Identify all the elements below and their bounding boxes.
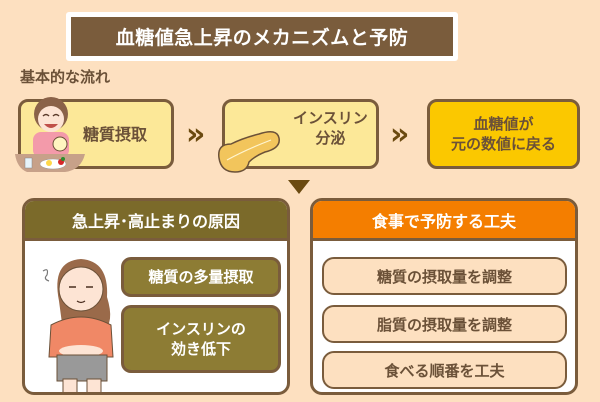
woman-eating-icon bbox=[15, 97, 85, 172]
flow-label: 基本的な流れ bbox=[20, 68, 111, 86]
pancreas-icon bbox=[218, 131, 280, 173]
arrow-down-icon bbox=[288, 180, 310, 194]
prevention-header: 食事で予防する工夫 bbox=[313, 201, 575, 241]
causes-header: 急上昇･高止まりの原因 bbox=[25, 201, 287, 241]
cause-excess-sugar: 糖質の多量摂取 bbox=[121, 257, 281, 297]
flow-step-blood-sugar-returns: 血糖値が 元の数値に戻る bbox=[427, 99, 580, 169]
step-line-1: 血糖値が bbox=[473, 114, 534, 133]
cause-insulin-resistance: インスリンの 効き低下 bbox=[121, 305, 281, 373]
flow-step-insulin-secretion: インスリン 分泌 bbox=[218, 99, 379, 173]
step-line-2: 元の数値に戻る bbox=[450, 135, 556, 153]
step-line-1: インスリン bbox=[293, 109, 368, 127]
title-banner: 血糖値急上昇のメカニズムと予防 bbox=[66, 12, 458, 61]
tip-eating-order: 食べる順番を工夫 bbox=[322, 351, 567, 389]
cause-text: インスリンの 効き低下 bbox=[156, 319, 246, 360]
arrow-right-icon: » bbox=[390, 117, 410, 152]
prevention-panel: 食事で予防する工夫 糖質の摂取量を調整 脂質の摂取量を調整 食べる順番を工夫 bbox=[310, 198, 578, 395]
flow-step-sugar-intake: 糖質摂取 bbox=[15, 97, 174, 172]
step-text: 血糖値が 元の数値に戻る bbox=[451, 114, 556, 155]
causes-panel: 急上昇･高止まりの原因 糖質の多量摂取 インスリンの 効き低下 bbox=[22, 198, 290, 395]
tip-adjust-sugar: 糖質の摂取量を調整 bbox=[322, 257, 567, 295]
page-title: 血糖値急上昇のメカニズムと予防 bbox=[71, 17, 453, 56]
worried-woman-icon bbox=[42, 259, 114, 392]
step-line-2: 分泌 bbox=[315, 129, 346, 148]
tip-adjust-fat: 脂質の摂取量を調整 bbox=[322, 305, 567, 343]
cause-line-1: インスリンの bbox=[156, 319, 246, 338]
cause-line-2: 効き低下 bbox=[170, 340, 231, 358]
step-text: インスリン 分泌 bbox=[293, 108, 368, 149]
step-text: 糖質摂取 bbox=[83, 125, 148, 144]
arrow-right-icon: » bbox=[186, 117, 206, 152]
cause-text: 糖質の多量摂取 bbox=[148, 267, 254, 286]
